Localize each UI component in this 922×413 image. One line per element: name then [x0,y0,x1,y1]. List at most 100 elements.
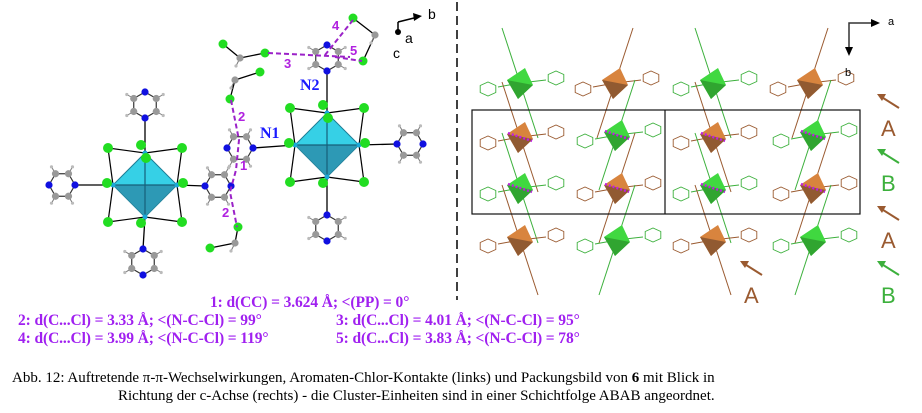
chlorine-atom [318,100,328,110]
pyrazine-ring [223,128,257,168]
hydrogen-atom [307,236,311,241]
chlorine-atom [284,138,294,148]
nitrogen-atom [139,271,147,279]
contact-line-5: 5: d(C...Cl) = 3.83 Å; <(N-C-Cl) = 78° [336,330,580,347]
carbon-atom [130,94,138,103]
carbon-atom [64,170,73,178]
cluster-tetrahedron-shade [800,237,826,256]
bond [107,216,146,223]
hydrogen-atom [418,160,423,164]
ligand-ring [740,124,758,140]
chloroform-molecule [218,39,270,68]
chlorine-atom [103,217,113,227]
chloroform-molecule [225,67,265,104]
axis-label-b: b [428,6,436,22]
hydrogen-atom [123,270,127,275]
cluster-tetrahedron-shade [507,80,533,99]
chlorine-atom [318,178,328,188]
hydrogen-atom [229,249,233,253]
contact-line-4: 4: d(C...Cl) = 3.99 Å; <(N-C-Cl) = 119° [18,330,269,347]
chlorine-atom [218,39,228,49]
chlorine-atom [136,218,146,228]
ligand-ring [644,122,662,138]
layer-arrowhead [877,261,886,268]
pyrazine-ring [393,124,427,164]
atom-label-n2: N2 [300,77,320,94]
hydrogen-atom [70,165,75,169]
nitrogen-atom [249,144,257,152]
bond [326,176,365,183]
carbon-atom [412,151,421,159]
ligand-ring [740,227,758,243]
pyrazine-ring [123,245,163,279]
carbon-atom [128,251,136,260]
ligand-ring [840,122,858,138]
ligand-ring [644,175,662,191]
contact-dash [800,182,826,194]
contact-dash-5 [334,56,363,62]
contact-dash [507,182,533,194]
bond [358,107,365,146]
carbon-atom [150,264,158,273]
carbon-atom [152,94,160,103]
carbon-atom [312,47,320,56]
chlorine-atom [141,153,151,163]
bond [107,147,114,186]
hydrogen-atom [161,113,165,118]
layer-label-a: A [881,116,896,141]
ligand-ring [574,81,592,97]
contact-number-5: 5 [350,43,357,58]
carbon-atom [412,129,421,137]
metal-atom [324,174,330,180]
ligand-ring [479,81,497,97]
chlorine-atom [177,143,187,153]
caption-text: Abb. 12: Auftretende π-π-Wechselwirkunge… [12,370,632,386]
ligand-ring [840,175,858,191]
cluster-tetrahedron-shade [604,185,630,204]
layer-label-b: B [881,283,896,308]
nitrogen-atom [223,144,231,152]
carbon-atom [231,239,239,247]
right-axis-indicator: a b [845,16,895,79]
bond [289,107,296,146]
contact-line-2: 2: d(C...Cl) = 3.33 Å; <(N-C-Cl) = 99° [18,312,262,329]
hydrogen-atom [343,236,347,241]
nitrogen-atom [419,140,427,148]
layer-label-a: A [881,228,896,253]
contact-dash [604,129,630,141]
ligand-ring [576,133,594,149]
ligand-ring [479,238,497,254]
carbon-atom [334,60,342,69]
carbon-atom [229,155,238,163]
cluster-tetrahedron-shade [700,80,726,99]
hydrogen-atom [159,270,163,275]
chlorine-atom [360,138,370,148]
caption-compound-number: 6 [631,370,640,386]
layer-label-b: B [881,171,896,196]
cluster-octahedron [75,118,206,250]
hydrogen-atom [227,164,232,168]
hydrogen-atom [248,128,253,132]
ligand-ring [672,186,690,202]
contact-line-3: 3: d(C...Cl) = 4.01 Å; <(N-C-Cl) = 95° [336,312,580,329]
layer-arrowhead [877,149,886,156]
bond [358,144,365,183]
carbon-atom [51,192,60,200]
right-panel-packing [471,27,861,296]
hydrogen-atom [343,66,347,71]
carbon-atom [334,217,342,226]
hydrogen-atom [343,215,347,220]
carbon-atom [64,192,73,200]
carbon-atom [220,193,229,201]
hydrogen-atom [307,66,311,71]
carbon-atom [220,171,229,179]
contact-number-4: 4 [332,18,340,33]
chlorine-atom [359,177,369,187]
nitrogen-atom [45,181,53,189]
layer-arrowhead [877,206,886,213]
nitrogen-atom [139,245,147,253]
nitrogen-atom [393,140,401,148]
carbon-atom [312,217,320,226]
bond [176,184,183,223]
nitrogen-atom [201,182,209,190]
